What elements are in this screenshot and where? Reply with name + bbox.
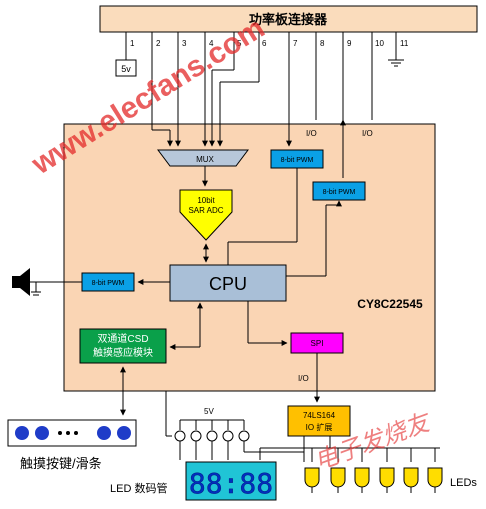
ic-output-bus [259,436,440,462]
transistor-array [165,391,304,460]
pin-1-label: 1 [130,39,135,48]
ic-label-line1: 74LS164 [303,411,336,420]
adc-label-line2: SAR ADC [188,206,223,215]
pin-11-label: 11 [400,39,409,48]
csd-label-line2: 触摸感应模块 [93,346,153,359]
csd-label-line1: 双通道CSD [97,332,148,345]
ground-icon [388,59,404,67]
cpu-pwm-links [227,200,342,277]
display-label: LED 数码管 [110,481,167,495]
csd-touch-block [79,328,167,364]
cpu-label: CPU [209,274,247,294]
mux-block [157,149,249,167]
leds-label: LEDs [450,477,477,489]
led-6 [427,467,443,493]
io-label-spi: I/O [298,374,309,383]
touch-slider-panel [7,419,137,447]
cpu-block [169,264,287,302]
ic-74ls164 [287,405,351,437]
touch-label: 触摸按键/滑条 [20,456,102,471]
pin-number-labels: 1 2 3 4 5 6 7 8 9 10 11 [130,39,409,48]
pin-5-6-routing [211,69,260,120]
pin-6-label: 6 [262,39,267,48]
power-board-connector [99,5,478,33]
cpu-spi-link [247,301,320,403]
supply-5v-box [115,59,137,77]
pin-7-label: 7 [293,39,298,48]
ic-label-line2: IO 扩展 [306,422,333,432]
transistor-supply-label: 5V [204,407,214,416]
connector-title: 功率板连接器 [249,12,328,27]
io-label-pin10: I/O [362,129,373,138]
pin-5-label: 5 [237,39,242,48]
adc-label-line1: 10bit [197,196,215,205]
cpu-csd-link [169,302,203,350]
chip-name: CY8C22545 [357,297,423,311]
pin-3-label: 3 [182,39,187,48]
sar-adc-block [179,189,233,241]
led-1 [304,467,320,493]
pin-8-label: 8 [320,39,325,48]
spi-label: SPI [311,339,324,348]
led-array [304,467,443,493]
pwm-left-label: 8-bit PWM [92,280,125,287]
led-5 [403,467,419,493]
pwm-mid-label: 8-bit PWM [323,189,356,196]
led-7seg-display [185,461,277,501]
led-2 [330,467,346,493]
pwm-mid-block [312,181,366,201]
display-digits: 88:88 [189,467,273,500]
mux-input-arrows [151,120,223,147]
led-3 [354,467,370,493]
pin-4-label: 4 [209,39,214,48]
speaker-icon [12,268,41,296]
mux-label: MUX [196,155,214,164]
pin-10-label: 10 [375,39,384,48]
connector-pins [125,32,397,120]
pin-9-label: 9 [347,39,352,48]
pwm-top-label: 8-bit PWM [281,157,314,164]
supply-5v-label: 5v [121,64,131,74]
led-4 [379,467,395,493]
io-label-pin7: I/O [306,129,317,138]
touch-buttons [15,426,131,440]
pin-2-label: 2 [156,39,161,48]
